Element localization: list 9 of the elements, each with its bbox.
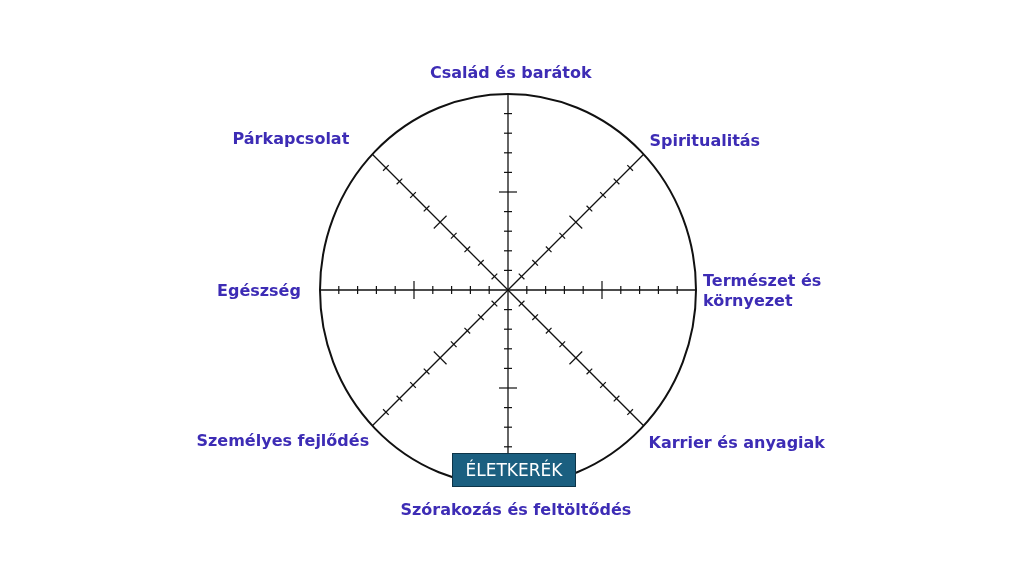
category-label: Természet és környezet — [703, 271, 823, 311]
category-label: Párkapcsolat — [232, 129, 350, 149]
category-label: Szórakozás és feltöltődés — [400, 500, 632, 520]
category-label: Egészség — [217, 281, 301, 301]
category-label: Karrier és anyagiak — [648, 433, 825, 453]
category-label: Spiritualitás — [649, 131, 761, 151]
title-banner: ÉLETKERÉK — [452, 453, 576, 487]
category-label: Család és barátok — [430, 63, 592, 83]
category-label: Személyes fejlődés — [196, 431, 370, 451]
